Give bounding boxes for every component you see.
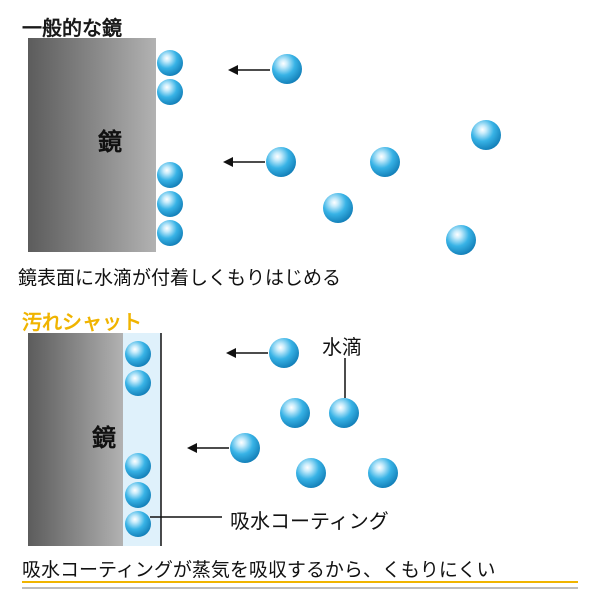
mirror-panel-top	[28, 38, 156, 252]
droplet	[368, 458, 398, 488]
caption-product: 吸水コーティングが蒸気を吸収するから、くもりにくい	[22, 559, 496, 581]
droplet	[370, 147, 400, 177]
droplet-label: 水滴	[322, 335, 362, 359]
droplet	[230, 433, 260, 463]
attached-droplets-top	[157, 50, 183, 246]
mirror-label-top: 鏡	[98, 128, 122, 156]
droplet	[269, 338, 299, 368]
droplet	[157, 191, 183, 217]
floating-droplets-top	[266, 54, 501, 255]
section-title-product: 汚れシャット	[22, 310, 142, 334]
mirror-panel-bottom	[28, 333, 123, 546]
mirror-label-bottom: 鏡	[92, 424, 116, 452]
droplet	[125, 511, 151, 537]
droplet	[296, 458, 326, 488]
droplet	[157, 162, 183, 188]
droplet	[125, 482, 151, 508]
droplet	[266, 147, 296, 177]
droplet	[125, 370, 151, 396]
droplet	[157, 79, 183, 105]
floating-droplets-bottom	[230, 338, 398, 488]
section-title-ordinary-mirror: 一般的な鏡	[22, 16, 122, 40]
coating-label: 吸水コーティング	[230, 509, 389, 533]
droplet	[471, 120, 501, 150]
droplet	[446, 225, 476, 255]
absorbed-droplets	[125, 341, 151, 537]
caption-ordinary-mirror: 鏡表面に水滴が付着しくもりはじめる	[18, 267, 342, 289]
droplet	[157, 220, 183, 246]
droplet	[280, 398, 310, 428]
droplet	[125, 341, 151, 367]
droplet	[272, 54, 302, 84]
droplet	[157, 50, 183, 76]
droplet	[329, 398, 359, 428]
droplet	[125, 453, 151, 479]
droplet	[323, 193, 353, 223]
absorbent-coating	[123, 333, 161, 546]
